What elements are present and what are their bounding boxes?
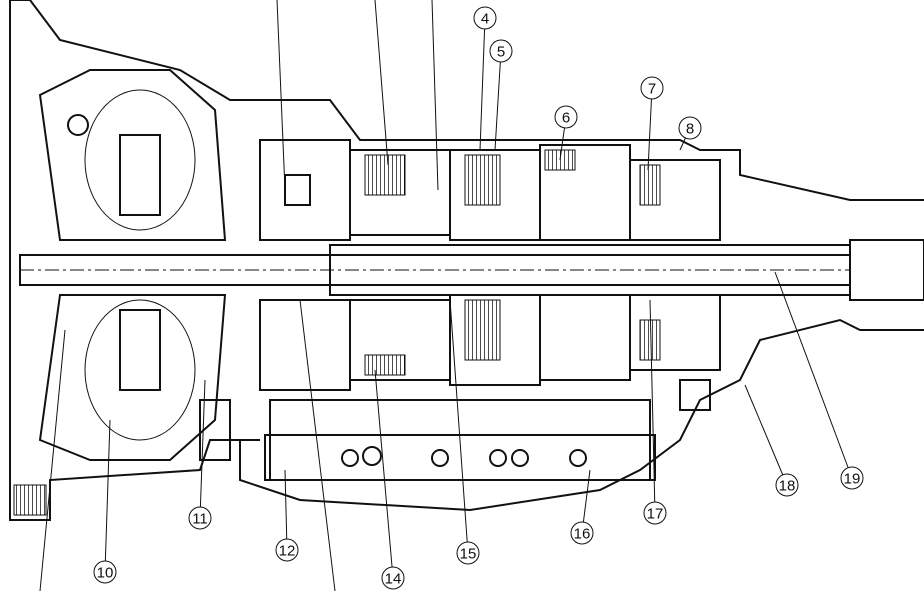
leader-line [494, 50, 502, 151]
leader-line [374, 369, 394, 579]
callout-4: 4 [473, 6, 497, 30]
callout-10: 10 [93, 560, 117, 584]
leader-line [284, 469, 288, 551]
callout-label: 11 [192, 511, 208, 528]
callout-circle [188, 506, 212, 530]
callout-19: 19 [840, 466, 864, 490]
callout-label: 7 [648, 81, 656, 98]
callout-11: 11 [188, 506, 212, 530]
callout-circle [775, 473, 799, 497]
callout-circle [640, 76, 664, 100]
main-shaft [19, 239, 924, 301]
callout-label: 16 [574, 526, 591, 543]
callout-circle [678, 116, 702, 140]
callout-17: 17 [643, 501, 667, 525]
callout-circle [93, 560, 117, 584]
callout-circle [840, 466, 864, 490]
leader-line [744, 384, 788, 486]
leader-line [774, 271, 853, 479]
callout-label: 19 [844, 471, 861, 488]
callout-label: 18 [779, 478, 796, 495]
torque-converter [38, 69, 227, 461]
callout-label: 8 [686, 121, 694, 138]
callout-12: 12 [275, 538, 299, 562]
callout-18: 18 [775, 473, 799, 497]
callout-circle [381, 566, 405, 590]
callout-circle [554, 105, 578, 129]
callout-15: 15 [456, 541, 480, 565]
leader-line [104, 419, 111, 573]
callout-circle [570, 521, 594, 545]
callout-label: 14 [385, 571, 402, 588]
callout-8: 8 [678, 116, 702, 140]
callout-5: 5 [489, 39, 513, 63]
callout-label: 5 [497, 44, 505, 61]
leader-lines [39, 0, 853, 591]
callout-circle [456, 541, 480, 565]
callouts: 45 6 7 8 10 11 12 14 15 16 17 18 19 [93, 6, 864, 590]
callout-label: 10 [97, 565, 114, 582]
callout-circle [473, 6, 497, 30]
valve-body [199, 379, 711, 481]
callout-16: 16 [570, 521, 594, 545]
callout-circle [643, 501, 667, 525]
leader-line [199, 379, 206, 519]
callout-label: 4 [481, 11, 489, 28]
callout-circle [489, 39, 513, 63]
housing [9, 0, 924, 521]
callout-label: 12 [279, 543, 296, 560]
callout-6: 6 [554, 105, 578, 129]
callout-label: 15 [460, 546, 477, 563]
leader-line [649, 299, 656, 514]
leader-line [647, 87, 653, 171]
callout-label: 6 [562, 110, 570, 127]
callout-7: 7 [640, 76, 664, 100]
callout-circle [275, 538, 299, 562]
leader-line [449, 299, 469, 554]
callout-label: 17 [647, 506, 664, 523]
leader-line [479, 17, 486, 151]
callout-14: 14 [381, 566, 405, 590]
